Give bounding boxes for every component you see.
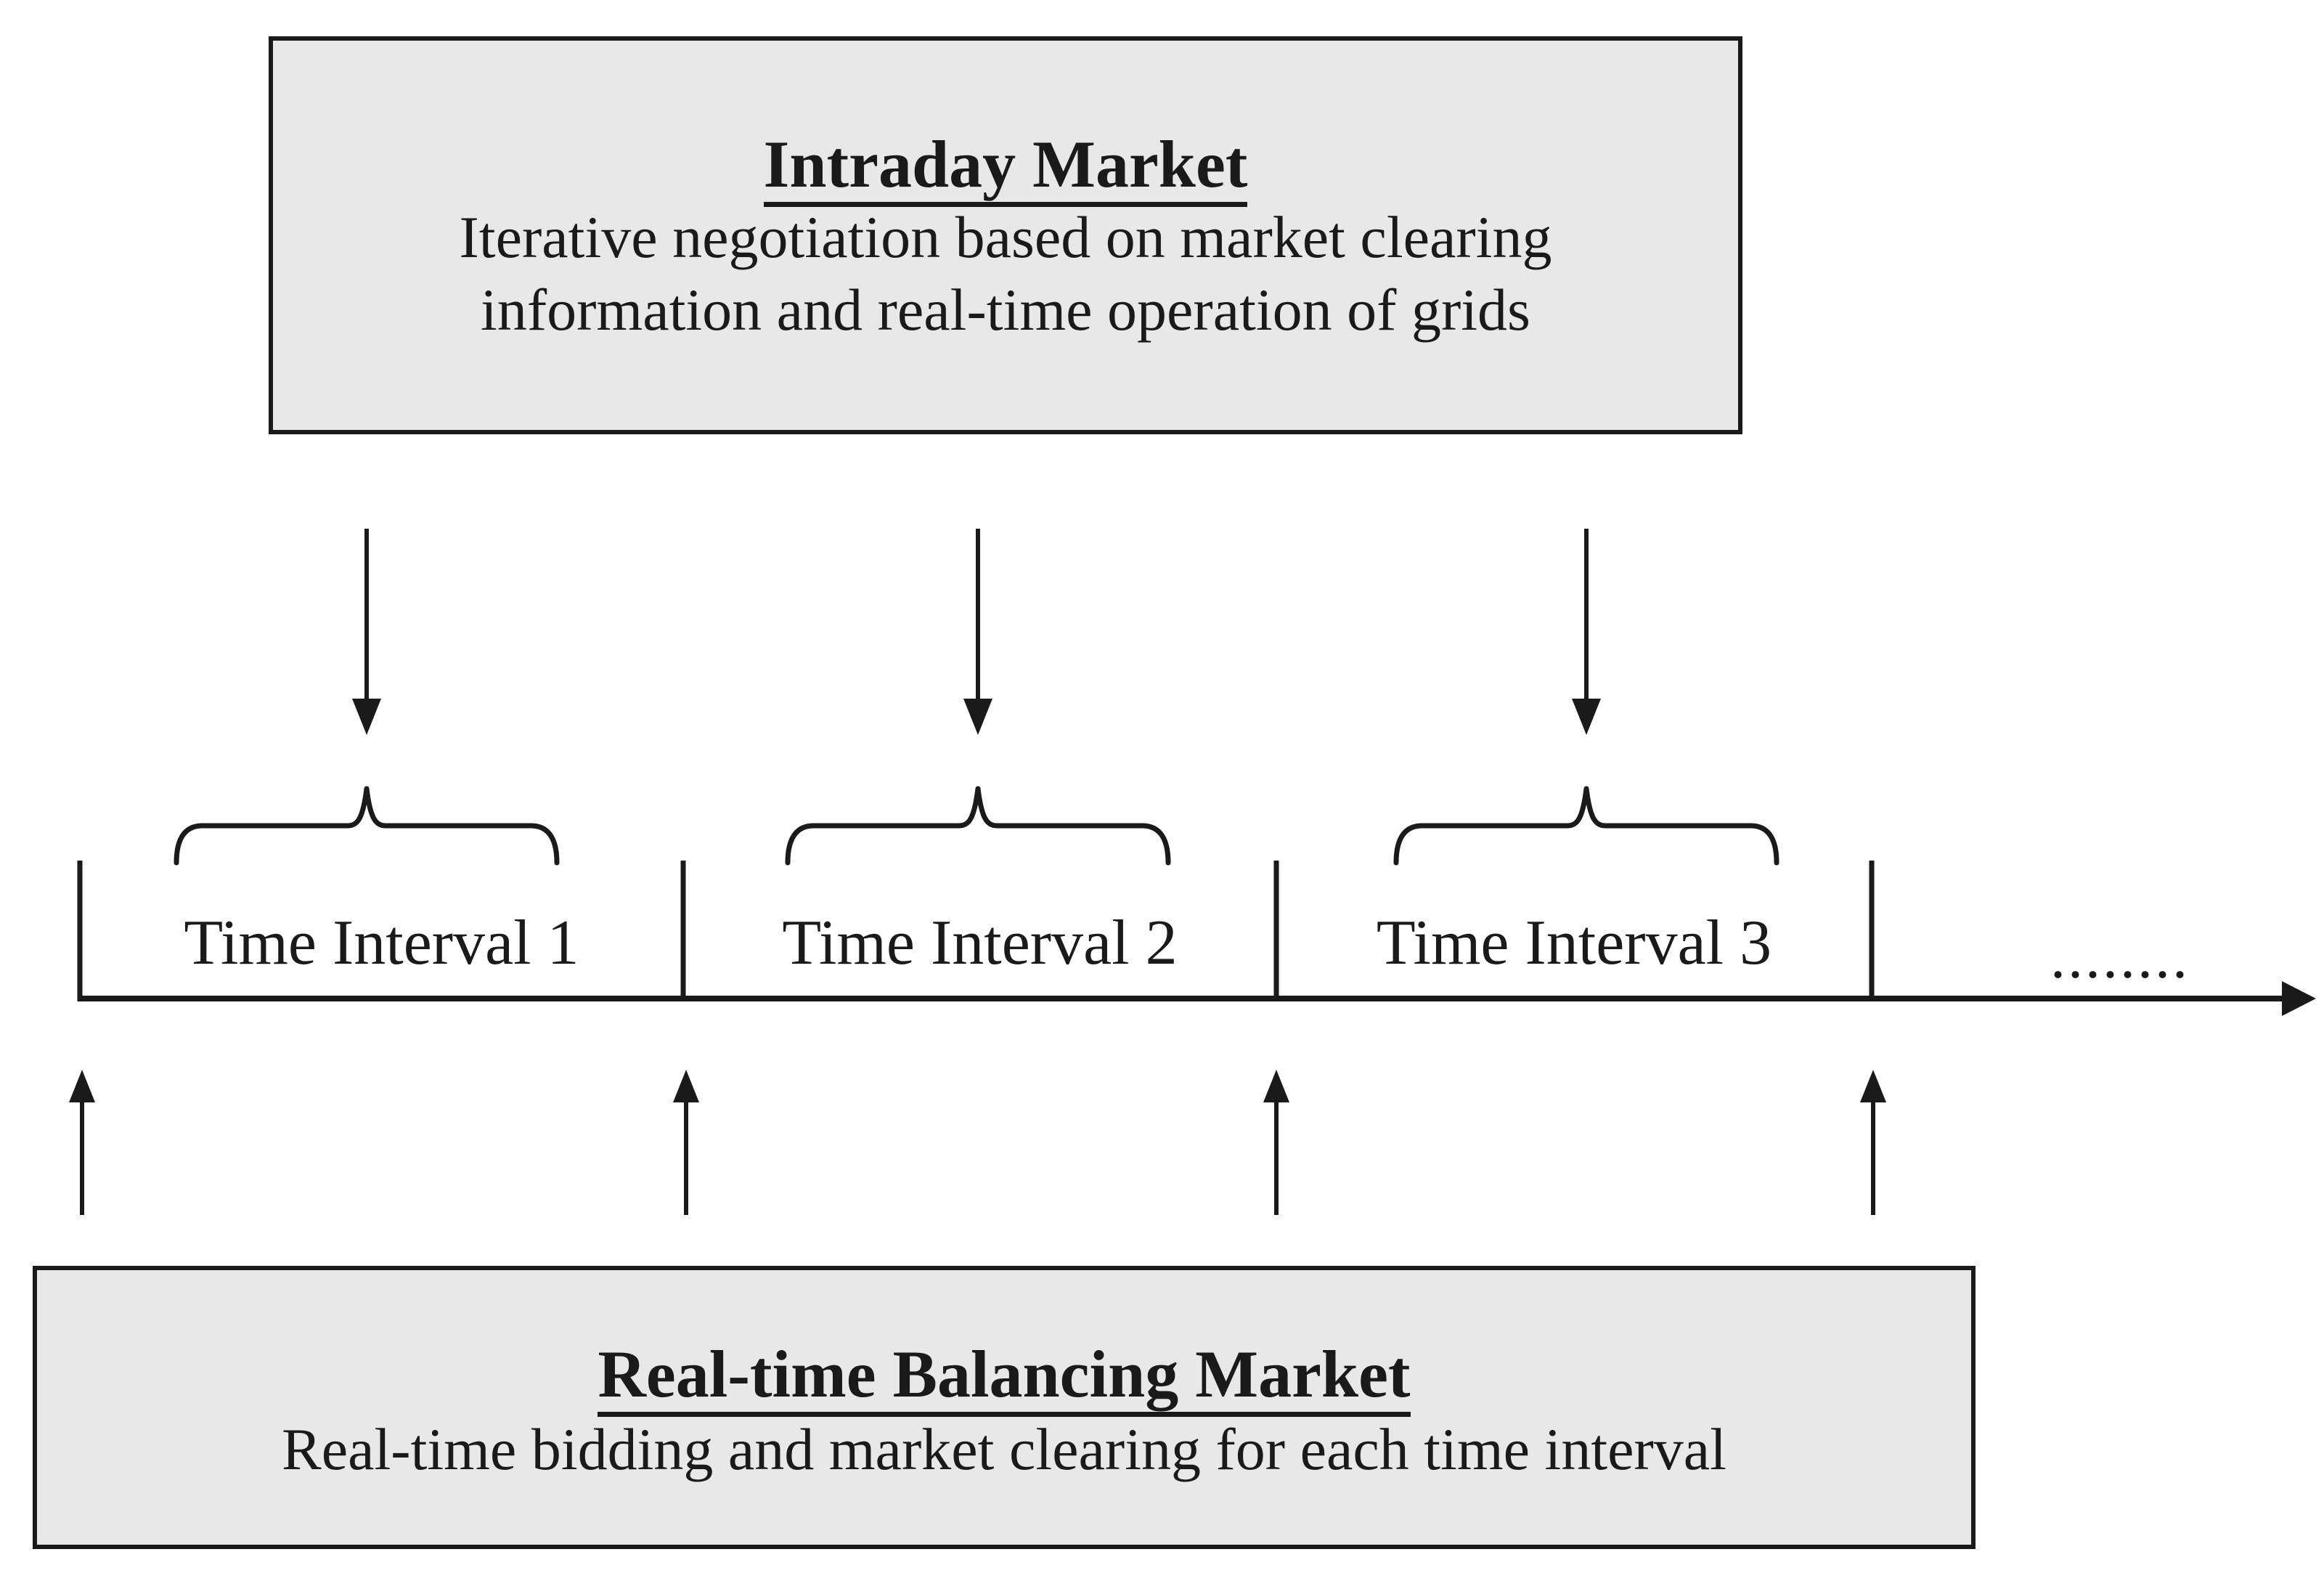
realtime-market-title-text: Real-time Balancing Market bbox=[598, 1338, 1411, 1417]
intraday-market-box: Intraday Market Iterative negotiation ba… bbox=[269, 36, 1742, 434]
realtime-market-title: Real-time Balancing Market bbox=[37, 1338, 1971, 1417]
brace-interval-2 bbox=[785, 786, 1171, 866]
time-axis bbox=[80, 981, 2316, 1016]
timeline-continuation-dots: ........ bbox=[2050, 924, 2190, 991]
intraday-description-line-1: Iterative negotiation based on market cl… bbox=[459, 204, 1552, 270]
up-arrow-boundary-2 bbox=[1263, 1070, 1289, 1215]
down-arrow-interval-3 bbox=[1572, 529, 1601, 735]
time-axis-arrowhead bbox=[2282, 981, 2316, 1016]
down-arrow-interval-1 bbox=[352, 529, 381, 735]
brace-interval-1 bbox=[174, 786, 560, 866]
intraday-market-title: Intraday Market bbox=[273, 128, 1738, 207]
time-interval-1-label: Time Interval 1 bbox=[184, 908, 579, 978]
up-arrow-boundary-3 bbox=[1860, 1070, 1886, 1215]
realtime-market-description: Real-time bidding and market clearing fo… bbox=[282, 1416, 1726, 1482]
intraday-market-description: Iterative negotiation based on market cl… bbox=[273, 201, 1738, 346]
up-arrow-boundary-1 bbox=[673, 1070, 699, 1215]
intraday-description-line-2: information and real-time operation of g… bbox=[481, 277, 1530, 343]
intraday-market-title-text: Intraday Market bbox=[763, 128, 1248, 207]
time-interval-2-label: Time Interval 2 bbox=[782, 908, 1178, 978]
down-arrow-interval-2 bbox=[963, 529, 992, 735]
time-interval-3-label: Time Interval 3 bbox=[1376, 908, 1772, 978]
up-arrow-boundary-0 bbox=[69, 1070, 95, 1215]
realtime-balancing-market-box: Real-time Balancing Market Real-time bid… bbox=[33, 1266, 1976, 1549]
brace-interval-3 bbox=[1393, 786, 1779, 866]
